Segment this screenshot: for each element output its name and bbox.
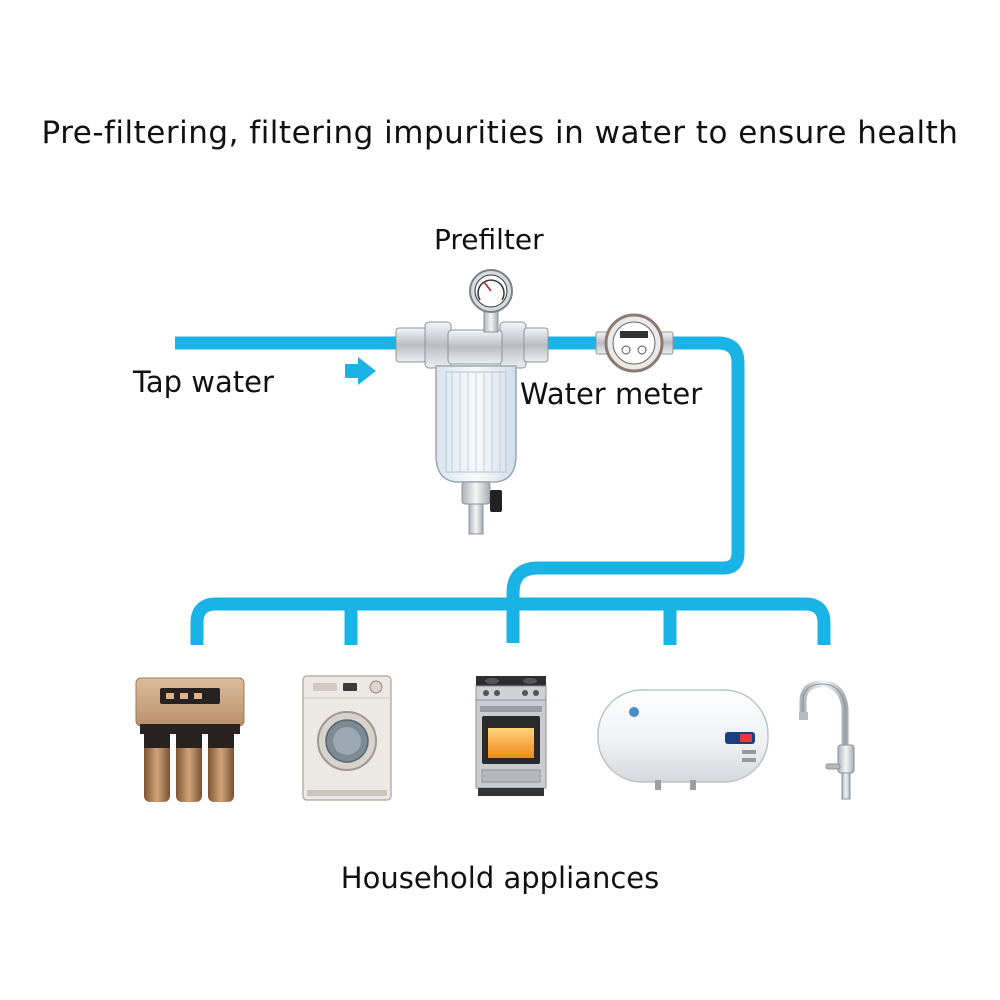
tap-water-label: Tap water (133, 365, 274, 399)
water-meter-icon (595, 313, 674, 373)
ro-purifier-icon (135, 677, 245, 802)
prefilter-label: Prefilter (434, 223, 544, 256)
pressure-gauge-icon (469, 269, 513, 333)
pipe-meter-riser (506, 336, 745, 643)
water-meter-label: Water meter (520, 377, 703, 411)
water-heater-icon (597, 689, 769, 790)
household-appliances-label: Household appliances (340, 861, 660, 895)
faucet-icon (799, 680, 855, 800)
oven-stove-icon (475, 676, 547, 796)
pipe-manifold (190, 597, 831, 645)
prefilter-housing-icon (395, 321, 549, 535)
headline: Pre-filtering, filtering impurities in w… (41, 115, 959, 151)
pipe-network (175, 336, 831, 645)
flow-arrow-icon (345, 357, 376, 385)
washing-machine-icon (302, 675, 392, 801)
